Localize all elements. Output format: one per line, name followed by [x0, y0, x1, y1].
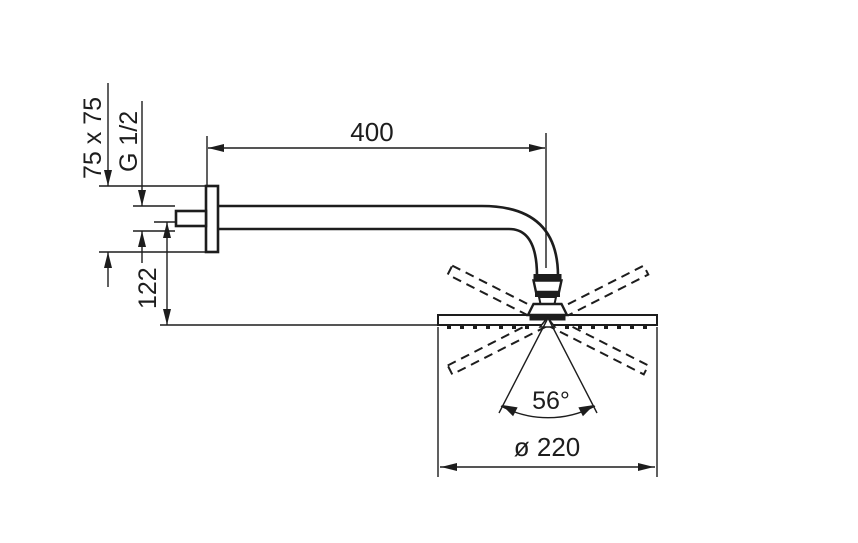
- dim-arrow: [138, 190, 146, 206]
- dim-arrow: [441, 463, 457, 471]
- collar-band: [533, 274, 562, 281]
- dim-arrow: [104, 170, 112, 186]
- height-offset-label: 122: [134, 267, 162, 309]
- dim-arrow: [163, 309, 171, 325]
- spray-nozzles: [447, 325, 647, 329]
- ball-joint: [526, 274, 569, 328]
- head-diameter-label: ø 220: [514, 432, 581, 462]
- dim-thread: [133, 101, 175, 263]
- wall-plate-size-label: 75 x 75: [79, 97, 107, 179]
- dim-arrow: [138, 231, 146, 247]
- dim-arrow: [104, 252, 112, 268]
- arm-inner-edge: [218, 227, 539, 277]
- shower-arm: [218, 204, 560, 277]
- dim-height-offset: [154, 221, 439, 326]
- arm-length-label: 400: [350, 117, 393, 147]
- spray-angle-label: 56°: [532, 387, 570, 415]
- wall-plate: [204, 184, 220, 254]
- dim-arrow: [208, 144, 224, 152]
- thread-size-label: G 1/2: [115, 111, 143, 172]
- thread-nipple: [174, 209, 208, 228]
- dim-head-diameter: [437, 327, 658, 477]
- joint-band: [535, 291, 560, 297]
- angle-leg-left: [498, 317, 549, 414]
- arc-arrow-left: [502, 405, 518, 417]
- dim-arrow: [163, 222, 171, 238]
- arc-arrow-right: [578, 405, 594, 417]
- dim-arrow: [638, 463, 654, 471]
- angle-leg-right: [547, 317, 598, 414]
- dim-arrow: [529, 144, 545, 152]
- dim-wall-plate: [99, 83, 205, 287]
- spray-angle: [498, 317, 598, 419]
- arm-outer-edge: [218, 204, 560, 277]
- joint-nut: [532, 279, 563, 294]
- dim-arm-length: [206, 133, 547, 268]
- joint-flange: [526, 302, 569, 317]
